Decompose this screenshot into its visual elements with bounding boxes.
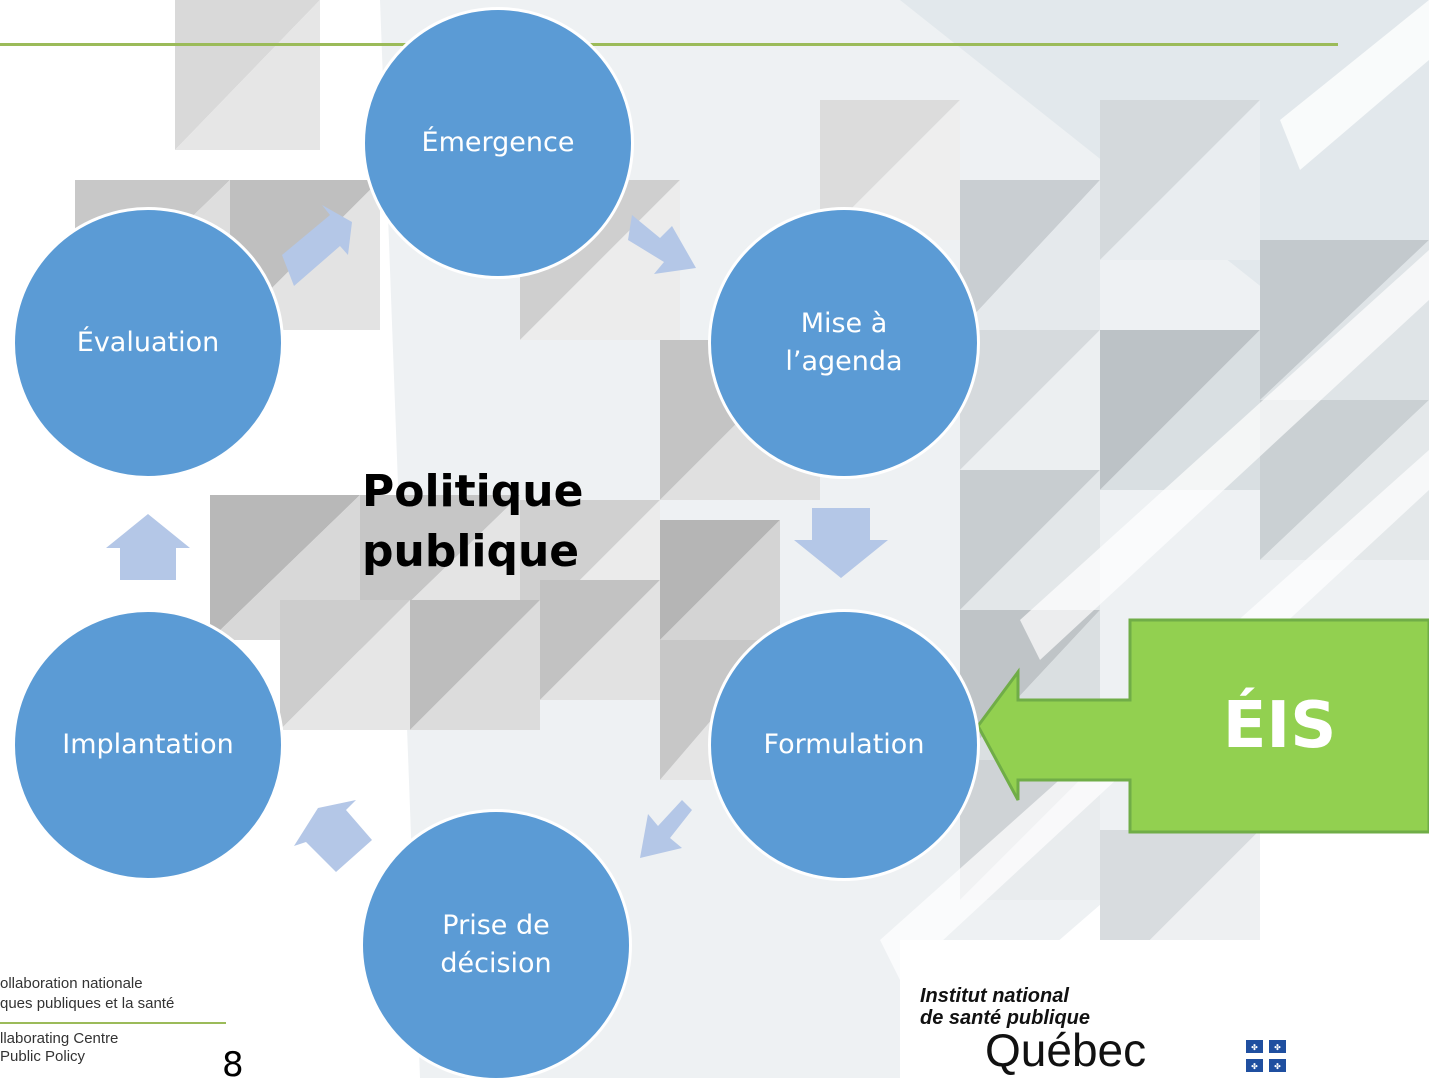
stage-evaluation: Évaluation [12,207,284,479]
stage-label: Mise à l’agenda [785,308,903,377]
stage-mise-a-lagenda: Mise à l’agenda [708,207,980,479]
footer-left-line-1: ollaboration nationale [0,975,143,992]
footer-divider [0,1022,226,1024]
quebec-flag-icon: ✤ ✤ ✤ ✤ [1246,1040,1286,1072]
arrow-emergence-to-mise [628,215,696,274]
stage-label: Implantation [62,729,234,760]
footer-left-line-3: llaborating Centre [0,1030,119,1047]
arrow-formulation-to-prise [640,800,692,858]
stage-label: Formulation [763,729,925,760]
page-number: 8 [222,1045,244,1078]
footer-left-line-4: Public Policy [0,1048,86,1065]
top-accent-line [0,43,1338,46]
stage-label: Émergence [421,127,575,158]
inspq-logo-line-1: Institut national [920,985,1069,1007]
stage-formulation: Formulation [708,609,980,881]
arrow-prise-to-implantation [294,800,372,872]
stage-emergence: Émergence [362,7,634,279]
arrow-implantation-to-evaluation [106,514,190,580]
inspq-logo-line-2: de santé publique [920,1007,1091,1029]
svg-text:✤: ✤ [1274,1062,1281,1071]
svg-text:✤: ✤ [1251,1043,1258,1052]
svg-text:✤: ✤ [1251,1062,1258,1071]
stage-label: Prise de décision [440,910,552,979]
eis-callout-arrow [976,618,1429,834]
eis-label: ÉIS [1222,689,1337,763]
footer-left-line-2: ques publiques et la santé [0,995,175,1012]
center-label: Politique publique [362,466,584,577]
arrow-mise-to-formulation [794,508,888,578]
stage-label: Évaluation [76,327,220,358]
stage-implantation: Implantation [12,609,284,881]
svg-text:✤: ✤ [1274,1043,1281,1052]
inspq-logo-wordmark: Québec [985,1024,1147,1076]
arrow-evaluation-to-emergence [282,205,352,286]
stage-prise-de-decision: Prise de décision [360,809,632,1078]
